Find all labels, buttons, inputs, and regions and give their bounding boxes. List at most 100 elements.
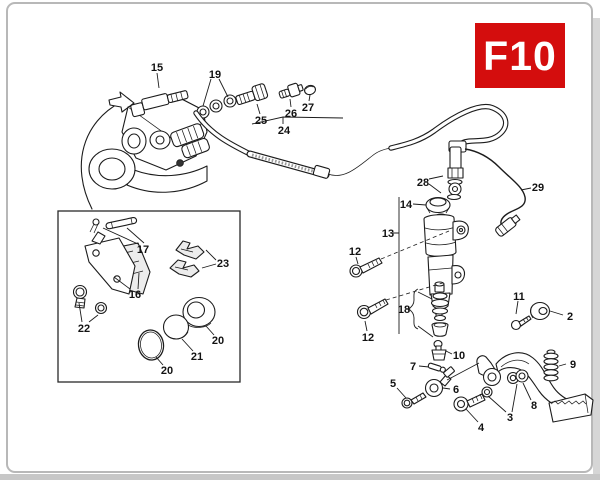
callout-26-leader [289,98,292,108]
page-shadow-bottom [0,474,600,480]
brake-caliper-drawing [80,90,210,210]
callout-17-leader [102,227,139,245]
page-code-badge: F10 [475,23,565,88]
callout-12-upper-leader [355,256,359,265]
caliper-bolts-22 [72,284,108,315]
switch-wire-drawing [464,148,526,237]
callout-5-leader [396,387,407,399]
callout-23: 23 [217,258,229,270]
assembly-dashed-line [385,281,447,301]
callout-19: 19 [209,69,221,81]
callout-15-leader [156,72,160,89]
callout-19-leader [218,78,229,98]
callout-24: 24 [278,125,291,137]
callout-22: 22 [78,323,90,335]
callout-10-leader [445,350,453,355]
callout-19-leader [202,78,212,107]
assembly-thin-line [446,362,480,381]
callout-22-leader [78,302,83,323]
callout-16: 16 [129,289,141,301]
callout-12-lower: 12 [362,332,374,344]
callout-2-leader [549,310,564,316]
callout-4: 4 [478,422,485,434]
brake-hose-drawing [193,104,509,179]
grommet-2 [529,301,551,321]
callout-8-leader [522,382,532,401]
callout-20-oring: 20 [161,365,173,377]
page-shadow-right [593,18,600,474]
callout-13: 13 [382,228,394,240]
callout-23-leader [205,249,217,261]
banjo-elbow-drawing [446,140,467,201]
pushrod-boot-drawing [408,281,450,337]
callout-28: 28 [417,177,429,189]
callout-27: 27 [302,102,314,114]
callout-16-leader [137,272,140,290]
callout-29: 29 [532,182,544,194]
linkage-parts-drawing [401,339,486,412]
piston-21 [162,314,190,340]
brake-pedal-drawing [476,301,594,423]
callout-26: 26 [285,108,297,120]
callout-11: 11 [513,291,525,303]
callout-3-leader [511,383,518,413]
callout-18-leader [417,325,434,338]
caliper-to-inset-leader-curve [80,101,122,210]
callout-21: 21 [191,351,203,363]
callout-28-leader [428,183,442,194]
cap-27 [304,84,316,96]
callout-17-leader [126,227,145,244]
pad-springs-23 [169,240,205,278]
callout-2: 2 [567,311,573,323]
fitting-25 [235,83,269,106]
callout-16-leader [113,276,131,290]
foot-peg [548,393,594,423]
callout-17: 17 [137,244,149,256]
callout-6-leader [442,387,451,390]
callout-14: 14 [400,199,413,211]
callout-8: 8 [531,400,537,412]
callout-14-leader [412,203,427,206]
callout-18-leader [417,291,433,300]
callout-3-leader [487,395,507,413]
callout-12-upper: 12 [349,246,361,258]
callout-21-leader [181,338,194,352]
page-code-text: F10 [483,33,557,79]
braided-sleeve [251,153,325,176]
callout-7-leader [418,365,430,368]
callout-9-leader [558,363,567,367]
callout-20-ring: 20 [212,335,224,347]
badge-box [475,23,565,88]
callout-5: 5 [390,378,396,390]
callout-7: 7 [410,361,416,373]
callout-3: 3 [507,412,513,424]
callout-25-leader [256,103,261,115]
screw-11 [510,315,532,331]
bracket-24 [251,116,344,125]
callout-20-ring-leader [205,325,215,336]
fitting-26 [278,82,304,99]
callout-28-leader [428,175,444,180]
callout-23-leader [201,263,217,269]
bracket-18 [408,288,419,330]
callout-18: 18 [398,304,410,316]
callout-20-oring-leader [155,356,164,366]
callout-11-leader [515,300,519,315]
callout-15: 15 [151,62,163,74]
assembly-dashed-line [380,230,450,260]
callout-12-lower-leader [364,320,368,332]
callout-27-leader [308,94,311,102]
callout-22-leader [88,314,99,323]
callout-9: 9 [570,359,576,371]
callout-25: 25 [255,115,267,127]
return-spring [543,349,559,382]
o-ring-20 [137,329,165,361]
callout-4-leader [465,408,479,423]
mounting-bolts-drawing [349,257,389,320]
callout-29-leader [520,187,532,191]
master-cylinder-drawing [393,196,469,334]
dust-ring-20 [182,296,216,328]
callout-10: 10 [453,350,465,362]
